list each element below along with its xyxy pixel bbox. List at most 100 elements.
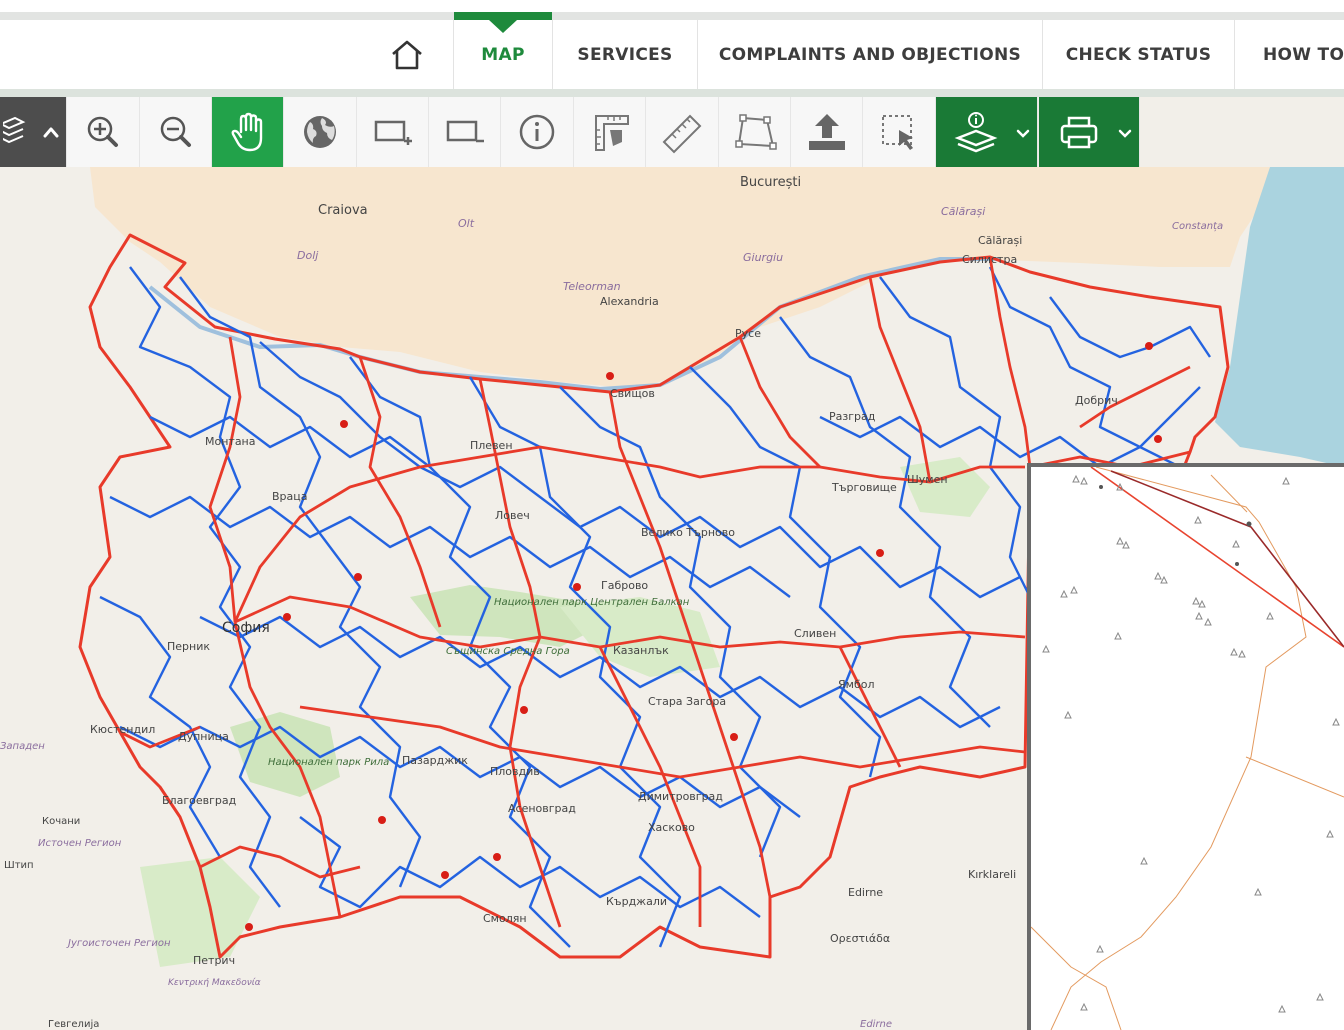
tab-services[interactable]: SERVICES [577, 45, 673, 65]
zoom-in-icon [87, 116, 118, 147]
label-ruse: Русе [735, 327, 761, 340]
label-targovishte: Търговище [831, 481, 897, 494]
red-line [1090, 467, 1344, 648]
zoom-out-button[interactable] [140, 97, 212, 167]
label-giurgiu: Giurgiu [743, 251, 783, 264]
home-icon [392, 40, 422, 70]
label-asenovgrad: Асеновград [508, 802, 576, 815]
overview-map[interactable] [1031, 467, 1344, 1030]
label-kochani: Кочани [42, 816, 80, 827]
overview-panel[interactable] [1027, 463, 1344, 1030]
map-marker[interactable] [441, 871, 449, 879]
label-sredna-gora: Същинска Средна Гора [446, 646, 570, 657]
tab-check-status[interactable]: CHECK STATUS [1065, 45, 1212, 65]
label-gabrovo: Габрово [601, 579, 648, 592]
pan-button[interactable] [212, 97, 284, 167]
measure-area-button[interactable] [574, 97, 646, 167]
draw-polygon-button[interactable] [719, 97, 791, 167]
upload-icon [808, 114, 845, 150]
label-svishtov: Свищов [610, 387, 655, 400]
dark-red-line [1110, 470, 1344, 648]
label-kardzhali: Кърджали [606, 895, 667, 908]
label-shumen: Шумен [907, 473, 948, 486]
romania-area [90, 167, 1270, 389]
danube-river [148, 257, 1000, 392]
tab-complaints-and-objections[interactable]: COMPLAINTS AND OBJECTIONS [718, 45, 1022, 65]
label-petrich: Петрич [193, 954, 235, 967]
map-marker[interactable] [1145, 342, 1153, 350]
nav-separator [453, 20, 454, 90]
home-button[interactable] [380, 20, 434, 90]
map-marker[interactable] [493, 853, 501, 861]
label-veliko-tarnovo: Велико Търново [641, 526, 735, 539]
label-smolyan: Смолян [483, 912, 527, 925]
map-marker[interactable] [730, 733, 738, 741]
nav-divider [0, 89, 1344, 97]
blue-road-network [99, 266, 1211, 948]
label-park-rila: Национален парк Рила [268, 757, 389, 768]
identify-button[interactable] [501, 97, 574, 167]
label-yambol: Ямбол [838, 678, 875, 691]
label-iztochen-region: Источен Регион [38, 838, 122, 849]
tab-how-to[interactable]: HOW TO.. [1263, 45, 1344, 65]
tab-map[interactable]: MAP [481, 45, 525, 65]
black-sea [1215, 167, 1344, 467]
map-marker[interactable] [378, 816, 386, 824]
map-marker[interactable] [245, 923, 253, 931]
label-sofia: София [222, 620, 270, 636]
print-dropdown-button[interactable] [1039, 97, 1140, 167]
label-pleven: Плевен [470, 439, 513, 452]
zoom-box-out-button[interactable] [429, 97, 501, 167]
label-calarasi-county: Călărași [941, 205, 985, 218]
layer-info-dropdown-button[interactable] [936, 97, 1038, 167]
label-olt: Olt [458, 217, 475, 230]
measure-distance-button[interactable] [646, 97, 719, 167]
label-constanta: Constanța [1172, 221, 1223, 232]
layers-icon [3, 116, 59, 144]
layers-toggle-button[interactable] [0, 97, 67, 167]
map-labels: București Craiova Olt Dolj Teleorman Ale… [0, 175, 1223, 1030]
select-area-button[interactable] [863, 97, 936, 167]
label-calarasi: Călărași [978, 234, 1022, 247]
label-silistra: Силистра [962, 253, 1017, 266]
select-area-icon [882, 115, 913, 150]
nav-separator [697, 20, 698, 90]
label-shtip: Штип [4, 860, 34, 871]
polygon-icon [734, 114, 777, 150]
label-montana: Монтана [205, 435, 256, 448]
label-dolj: Dolj [297, 249, 319, 262]
map-marker[interactable] [520, 706, 528, 714]
label-zapaden: Западен [0, 741, 45, 752]
label-plovdiv: Пловдив [490, 765, 540, 778]
nav-separator [1234, 20, 1235, 90]
map-marker[interactable] [876, 549, 884, 557]
active-tab-notch [489, 20, 517, 33]
zoom-box-in-button[interactable] [357, 97, 429, 167]
label-pazardzhik: Пазарджик [402, 754, 468, 767]
map-marker[interactable] [573, 583, 581, 591]
map-marker[interactable] [283, 613, 291, 621]
print-icon [1060, 116, 1132, 149]
zoom-in-button[interactable] [67, 97, 140, 167]
zoom-box-out-icon [446, 120, 484, 143]
nav-separator [1042, 20, 1043, 90]
label-vratsa: Враца [272, 490, 308, 503]
label-blagoevgrad: Благоевград [162, 794, 237, 807]
label-yugoistochen-region: Југоисточен Регион [66, 938, 171, 949]
label-edirne: Edirne [848, 886, 883, 899]
label-orestiada: Ορεστιάδα [830, 932, 890, 945]
bulgaria-border [78, 233, 1230, 959]
upload-button[interactable] [791, 97, 863, 167]
map-marker[interactable] [1154, 435, 1162, 443]
map-marker[interactable] [340, 420, 348, 428]
map-marker[interactable] [606, 372, 614, 380]
info-icon [519, 114, 555, 150]
map-marker[interactable] [354, 573, 362, 581]
park-central-balkan [410, 585, 600, 647]
top-strip-shade [0, 12, 1344, 20]
label-dobrich: Добрич [1075, 394, 1118, 407]
full-extent-button[interactable] [284, 97, 357, 167]
triangle-markers [1042, 474, 1340, 1013]
label-lovech: Ловеч [495, 509, 530, 522]
point-markers [245, 342, 1162, 931]
